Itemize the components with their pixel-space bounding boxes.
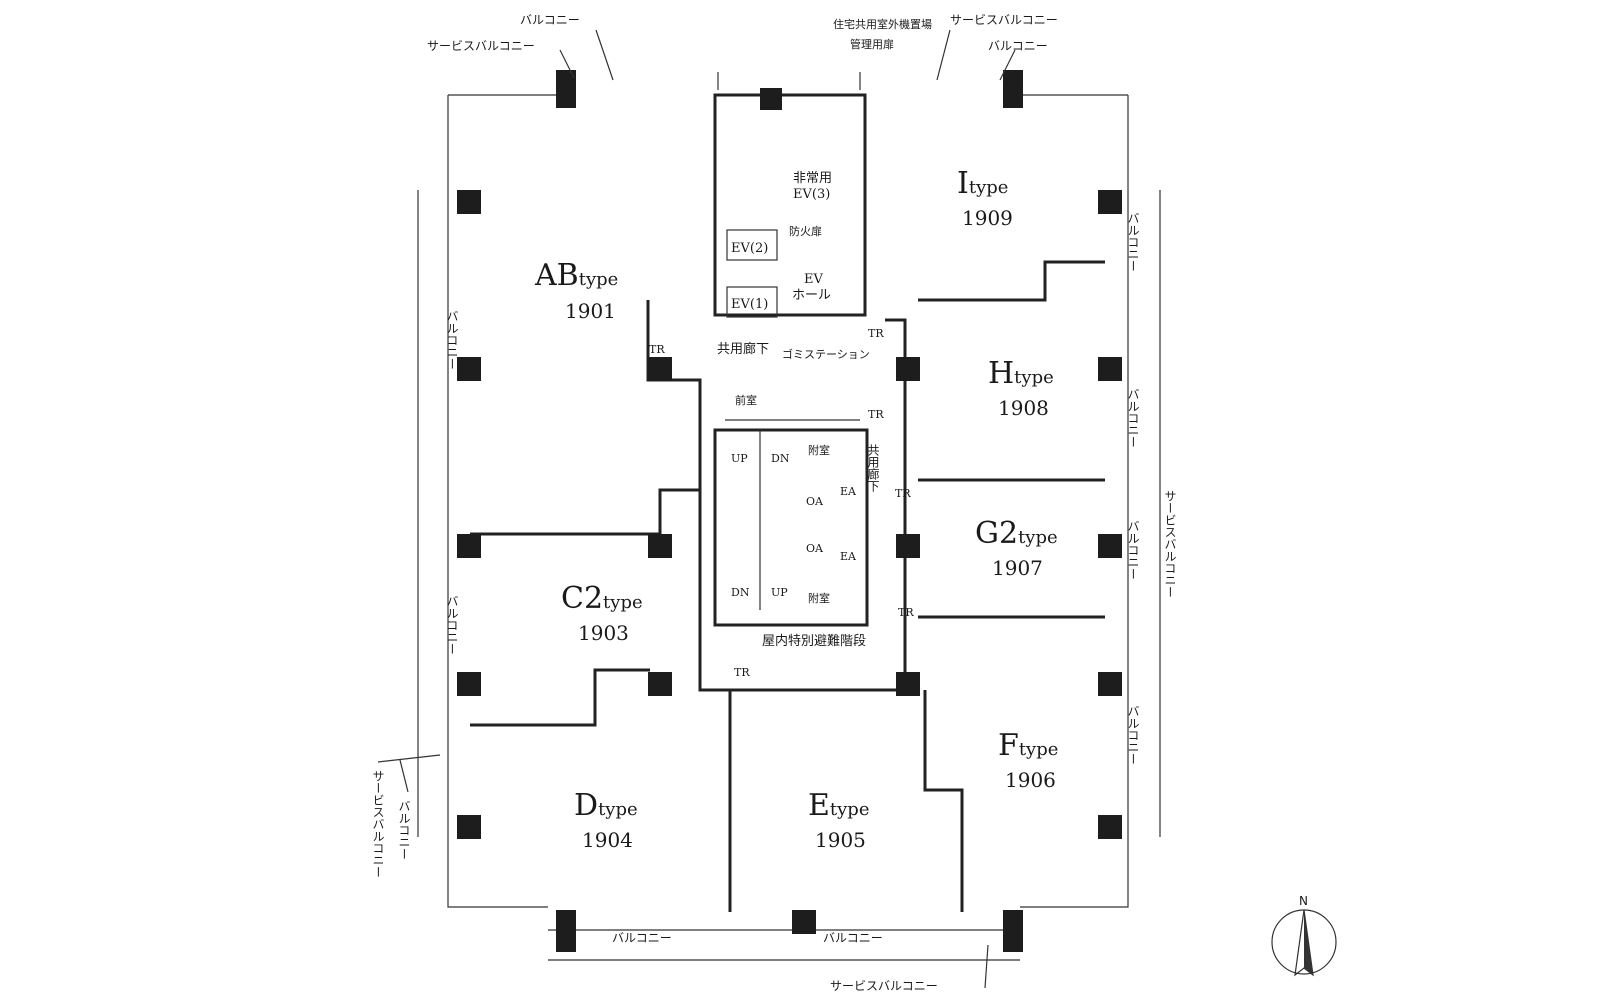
service-balcony-callout-4: サービスバルコニー: [1163, 490, 1177, 598]
unit-label-ab: ABtype 1901: [534, 258, 618, 323]
unit-type-i: I: [957, 166, 969, 201]
outdoor-unit-callout: 住宅共用室外機置場: [833, 17, 932, 31]
unit-number-e: 1905: [815, 828, 866, 852]
unit-number-c2: 1903: [578, 621, 629, 645]
balcony-callout-8: バルコニー: [1126, 705, 1140, 765]
unit-suffix-h: type: [1014, 367, 1054, 388]
unit-number-f: 1906: [1005, 768, 1056, 792]
unit-type-e: E: [808, 788, 830, 823]
callout-leaders: [377, 29, 1016, 989]
svg-text:ABtype: ABtype: [534, 258, 618, 293]
unit-label-i: Itype 1909: [957, 166, 1013, 230]
balcony-callout-5: バルコニー: [1126, 212, 1140, 272]
stair-up-label-1: UP: [731, 452, 748, 465]
unit-number-i: 1909: [962, 206, 1013, 230]
tr-label-2: TR: [868, 327, 884, 340]
tr-label-4: TR: [895, 487, 911, 500]
common-corridor-v-label: 共用廊下: [866, 444, 880, 492]
ea-label-2: EA: [840, 550, 857, 563]
core-outline: [646, 93, 907, 692]
balcony-callout-2: バルコニー: [988, 39, 1048, 53]
unit-type-f: F: [998, 728, 1019, 763]
ev1-label: EV(1): [731, 297, 768, 312]
unit-type-g2: G2: [975, 516, 1018, 551]
unit-suffix-ab: type: [579, 269, 619, 290]
service-balcony-callout-5: サービスバルコニー: [371, 770, 385, 878]
stairs-label: 屋内特別避難階段: [762, 633, 866, 649]
columns: [457, 70, 1122, 952]
unit-type-c2: C2: [561, 581, 603, 616]
tr-label-3: TR: [868, 408, 884, 421]
svg-text:Etype: Etype: [808, 788, 869, 823]
unit-suffix-i: type: [969, 177, 1009, 198]
tr-label-6: TR: [734, 666, 750, 679]
unit-suffix-f: type: [1019, 739, 1059, 760]
unit-label-g2: G2type 1907: [975, 516, 1058, 580]
compass-north-label: N: [1299, 894, 1308, 908]
unit-suffix-e: type: [830, 799, 870, 820]
common-corridor-h-label: 共用廊下: [717, 341, 769, 357]
svg-text:C2type: C2type: [561, 581, 643, 616]
unit-label-d: Dtype 1904: [574, 788, 638, 852]
balcony-callout-1: バルコニー: [520, 13, 580, 27]
svg-text:Itype: Itype: [957, 166, 1008, 201]
front-room-label: 前室: [735, 393, 757, 407]
unit-label-h: Htype 1908: [988, 356, 1054, 420]
mgmt-door-callout: 管理用扉: [850, 37, 894, 51]
balcony-callout-7: バルコニー: [1126, 520, 1140, 580]
unit-suffix-c2: type: [603, 592, 643, 613]
svg-text:Htype: Htype: [988, 356, 1054, 391]
tr-label-1: TR: [649, 343, 665, 356]
unit-suffix-d: type: [598, 799, 638, 820]
unit-label-f: Ftype 1906: [998, 728, 1058, 792]
unit-suffix-g2: type: [1018, 527, 1058, 548]
unit-number-d: 1904: [582, 828, 633, 852]
balcony-callout-9: バルコニー: [445, 310, 459, 370]
compass: N: [1271, 894, 1337, 977]
balcony-callout-11: バルコニー: [397, 800, 411, 860]
stair-up-label-2: UP: [771, 586, 788, 599]
stair-dn-label-1: DN: [771, 452, 790, 465]
unit-number-h: 1908: [998, 396, 1049, 420]
balcony-callout-6: バルコニー: [1126, 388, 1140, 448]
unit-label-c2: C2type 1903: [561, 581, 643, 645]
unit-label-e: Etype 1905: [808, 788, 869, 852]
svg-text:G2type: G2type: [975, 516, 1058, 551]
balcony-callout-4: バルコニー: [823, 931, 883, 945]
ev-hall-label-1: EV: [804, 272, 823, 287]
ev2-label: EV(2): [731, 241, 768, 256]
service-balcony-callout-1: サービスバルコニー: [427, 39, 535, 53]
unit-type-d: D: [574, 788, 598, 823]
tr-label-5: TR: [898, 606, 914, 619]
unit-walls: [470, 95, 1105, 912]
fire-door-label: 防火扉: [789, 224, 822, 238]
annex-room-label-1: 附室: [808, 443, 830, 457]
unit-type-h: H: [988, 356, 1014, 391]
ev-hall-label-2: ホール: [792, 288, 831, 303]
oa-label-1: OA: [806, 495, 824, 508]
svg-text:Dtype: Dtype: [574, 788, 638, 823]
building-outline: [417, 72, 1161, 961]
annex-room-label-2: 附室: [808, 591, 830, 605]
unit-number-g2: 1907: [992, 556, 1043, 580]
unit-number-ab: 1901: [565, 299, 616, 323]
balcony-callout-10: バルコニー: [445, 595, 459, 655]
core-labels: 非常用 EV(3) 防火扉 EV(2) EV(1) EV ホール 共用廊下 ゴミ…: [649, 171, 914, 679]
ev3-label: EV(3): [793, 187, 830, 202]
emergency-ev-label: 非常用: [793, 171, 832, 186]
svg-text:Ftype: Ftype: [998, 728, 1058, 763]
oa-label-2: OA: [806, 542, 824, 555]
ea-label-1: EA: [840, 485, 857, 498]
stair-dn-label-2: DN: [731, 586, 750, 599]
garbage-station-label: ゴミステーション: [782, 347, 870, 361]
balcony-callout-3: バルコニー: [612, 931, 672, 945]
unit-type-ab: AB: [534, 258, 579, 293]
service-balcony-callout-3: サービスバルコニー: [830, 979, 938, 993]
callouts: バルコニー サービスバルコニー 住宅共用室外機置場 管理用扉 サービスバルコニー…: [371, 13, 1177, 993]
service-balcony-callout-2: サービスバルコニー: [950, 13, 1058, 27]
